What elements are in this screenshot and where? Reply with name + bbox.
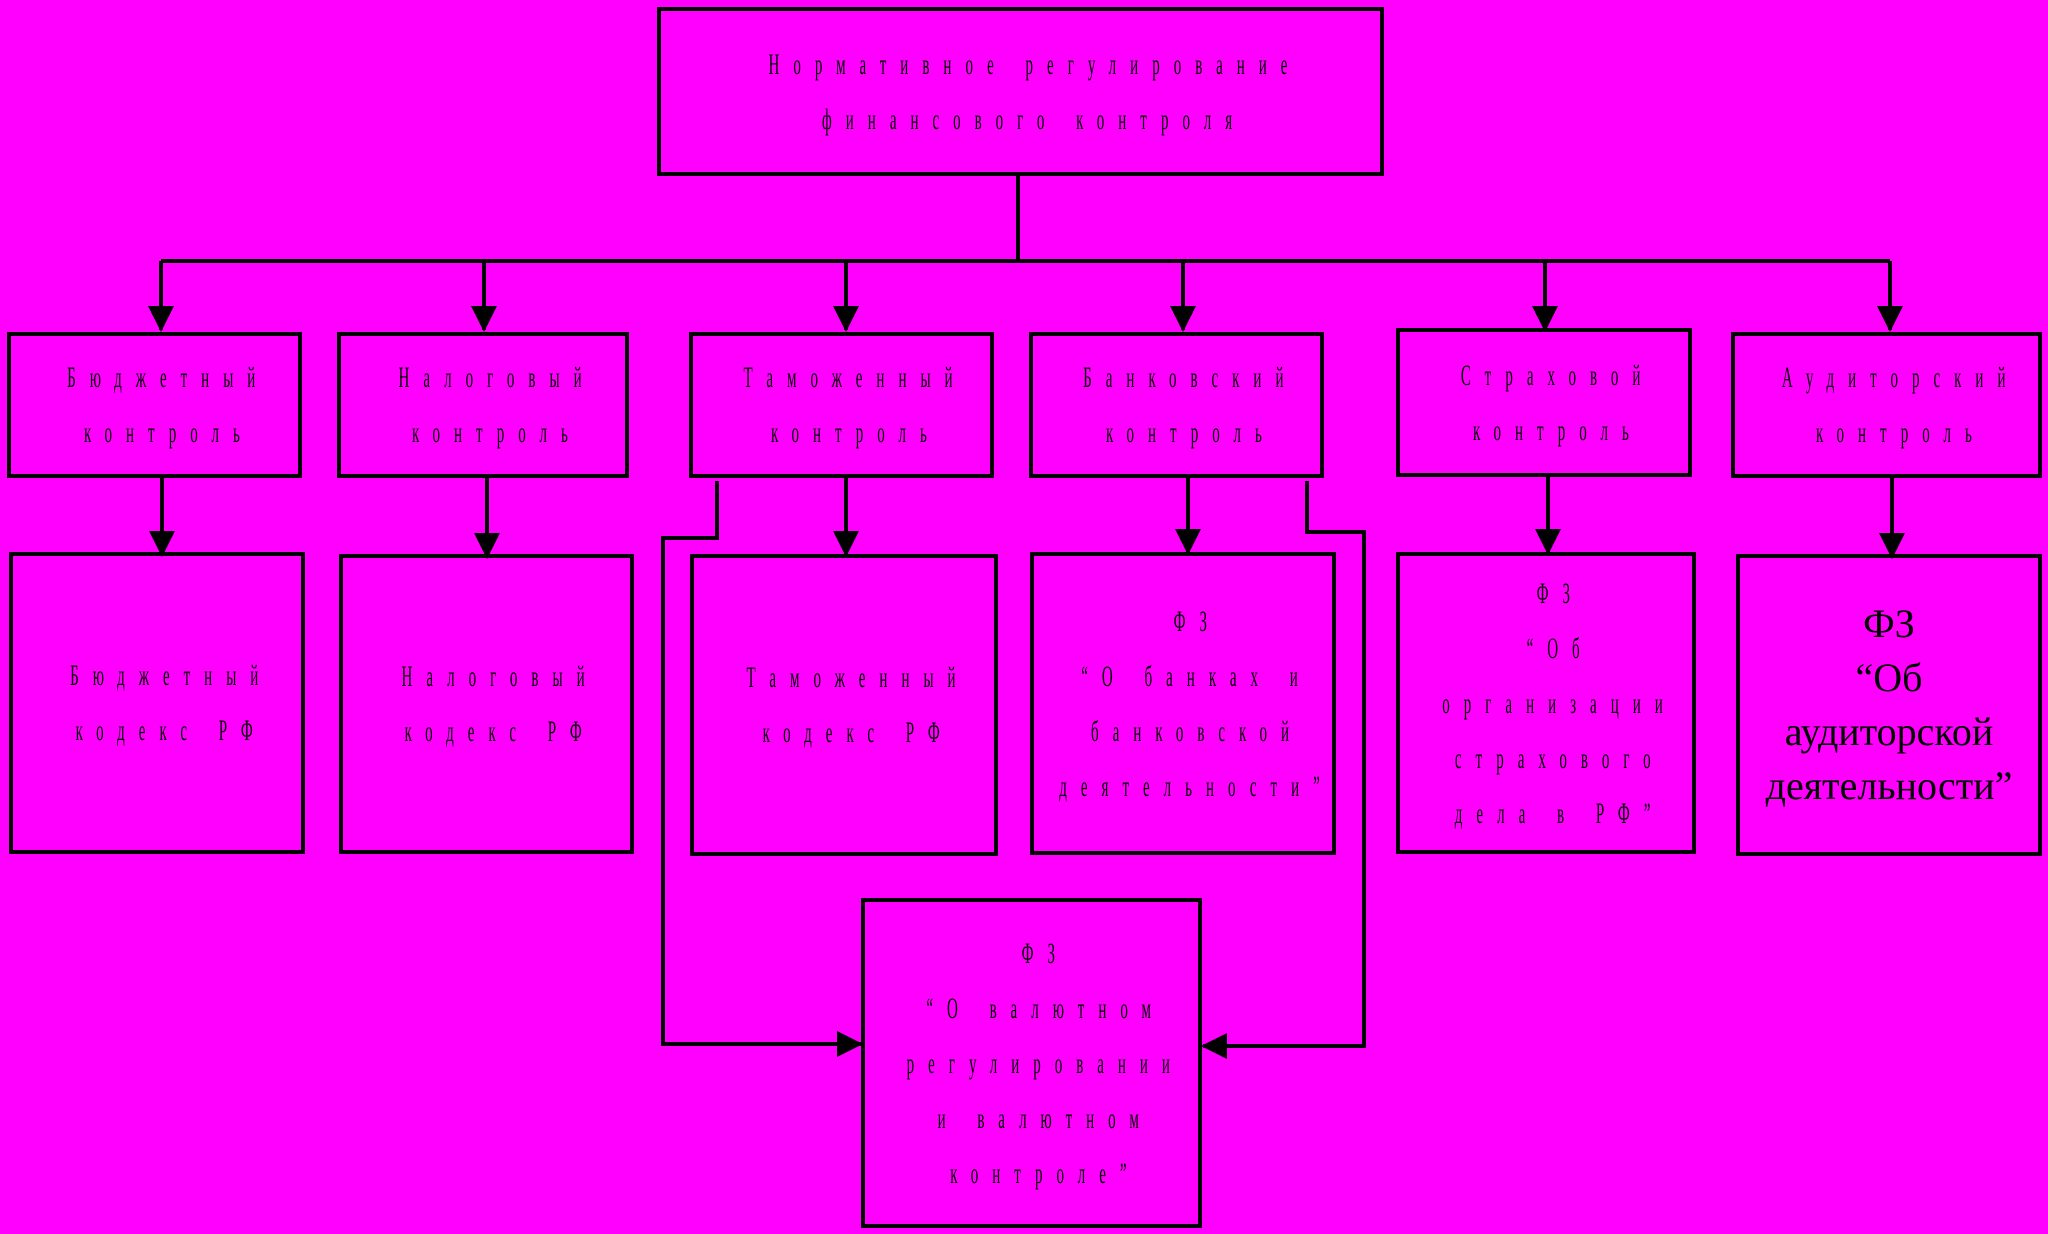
insurance-control-line-2: контроль [1473, 413, 1643, 447]
customs-code-box: Таможенный кодекс РФ [690, 554, 998, 856]
budget-code-line-2: кодекс РФ [75, 714, 267, 747]
audit-control-box: Аудиторский контроль [1731, 332, 2042, 478]
audit-law-box: ФЗ “Об аудиторской деятельности” [1736, 554, 2042, 856]
bank-control-line-1: Банковский [1083, 361, 1298, 394]
customs-code-line-1: Таможенный [746, 661, 970, 694]
audit-law-line-1: ФЗ [1863, 601, 1915, 646]
audit-law-line-3: аудиторской [1784, 709, 1994, 754]
currency-law-line-5: контроле” [950, 1156, 1141, 1190]
customs-control-line-2: контроль [770, 416, 941, 449]
bank-law-line-4: деятельности” [1059, 769, 1335, 803]
audit-law-line-2: “Об [1855, 655, 1923, 700]
currency-law-line-3: регулировании [906, 1046, 1185, 1080]
bank-control-line-2: контроль [1105, 416, 1276, 449]
insurance-law-line-5: дела в РФ” [1455, 796, 1665, 830]
budget-code-box: Бюджетный кодекс РФ [9, 552, 305, 854]
insurance-law-line-1: ФЗ [1536, 576, 1584, 610]
bank-control-box: Банковский контроль [1029, 332, 1324, 478]
customs-control-line-1: Таможенный [743, 361, 968, 394]
bank-law-line-3: банковской [1090, 714, 1304, 748]
insurance-law-line-4: страхового [1455, 741, 1665, 775]
currency-law-line-2: “О валютном [926, 991, 1165, 1025]
tax-control-line-1: Налоговый [398, 361, 596, 394]
root-line-2: финансового контроля [822, 102, 1247, 136]
tax-control-box: Налоговый контроль [337, 332, 629, 478]
arrow-customs-to-currency-law [661, 481, 863, 1057]
root-box: Нормативное регулирование финансового ко… [657, 7, 1384, 176]
bank-law-box: ФЗ “О банках и банковской деятельности” [1030, 552, 1336, 855]
currency-law-line-4: и валютном [937, 1101, 1154, 1135]
tax-code-box: Налоговый кодекс РФ [339, 554, 634, 854]
insurance-law-line-3: организации [1442, 686, 1678, 720]
insurance-law-box: ФЗ “Об организации страхового дела в РФ” [1396, 552, 1696, 854]
budget-control-line-2: контроль [83, 416, 254, 449]
bank-law-line-1: ФЗ [1173, 604, 1221, 638]
budget-control-line-1: Бюджетный [67, 361, 270, 394]
customs-code-line-2: кодекс РФ [762, 716, 954, 749]
currency-law-box: ФЗ “О валютном регулировании и валютном … [861, 898, 1202, 1228]
budget-code-line-1: Бюджетный [69, 659, 273, 692]
insurance-law-line-2: “Об [1526, 631, 1594, 665]
arrow-bank-to-currency-law [1201, 481, 1366, 1059]
root-line-1: Нормативное регулирование [768, 47, 1301, 81]
bank-law-line-2: “О банках и [1081, 659, 1313, 693]
audit-law-line-4: деятельности” [1765, 763, 2013, 808]
tax-code-line-2: кодекс РФ [404, 715, 597, 748]
tax-control-line-2: контроль [412, 416, 582, 449]
tax-code-line-1: Налоговый [401, 660, 600, 693]
insurance-control-line-1: Страховой [1461, 358, 1655, 392]
budget-control-box: Бюджетный контроль [7, 332, 302, 478]
audit-control-line-2: контроль [1815, 416, 1986, 449]
customs-control-box: Таможенный контроль [689, 332, 994, 478]
insurance-control-box: Страховой контроль [1396, 328, 1692, 477]
currency-law-line-1: ФЗ [1021, 936, 1070, 970]
audit-control-line-1: Аудиторский [1781, 361, 2020, 394]
